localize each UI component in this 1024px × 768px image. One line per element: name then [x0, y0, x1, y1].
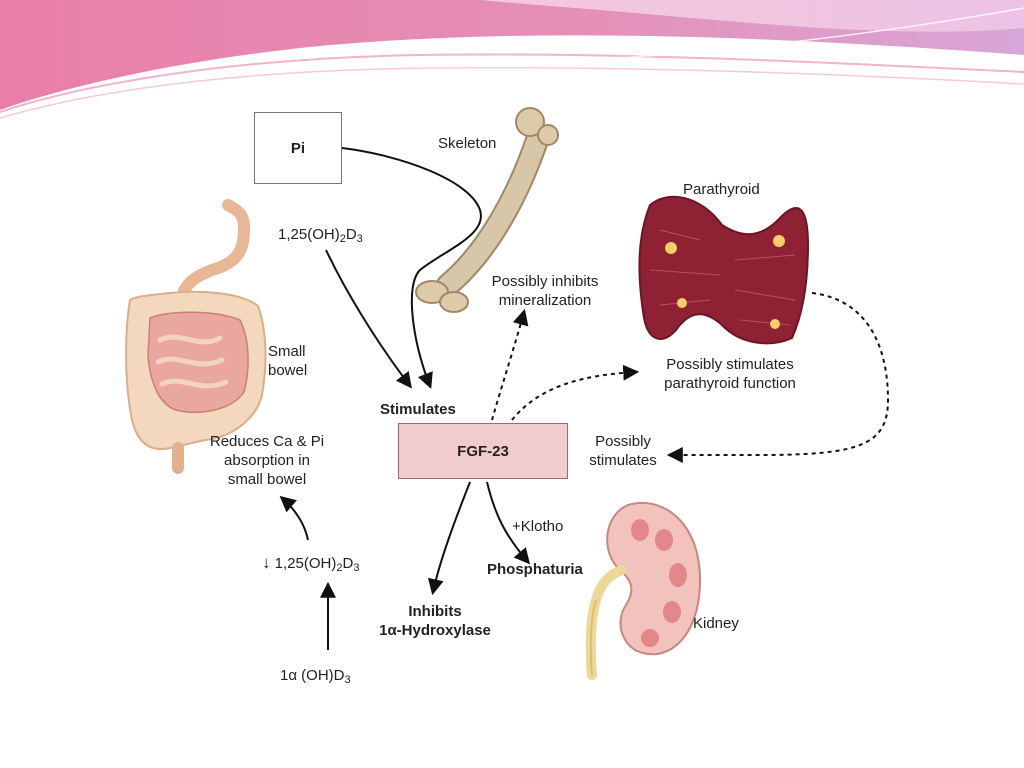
fgf23-label: FGF-23 — [457, 442, 509, 460]
klotho-label: +Klotho — [512, 518, 564, 535]
intestine-icon — [125, 199, 267, 474]
arrow-fgf-to-mineralization — [491, 308, 529, 421]
arrow-fgf-to-inhibits — [427, 481, 471, 596]
pi-box: Pi — [254, 112, 342, 184]
reduces-absorption-label: Reduces Ca & Pi absorption in small bowe… — [209, 433, 325, 488]
arrow-vitd-to-stimulates — [325, 249, 412, 389]
arrow-fgf-to-phosphaturia — [486, 481, 531, 565]
inhibits-hydroxylase-label: Inhibits 1α-Hydroxylase — [379, 603, 491, 639]
down-arrow-icon: ↓ — [262, 553, 271, 572]
arrow-pi-to-stimulates — [341, 147, 482, 389]
fgf23-box: FGF-23 — [398, 423, 568, 479]
arrow-vitd-to-reduces — [279, 495, 309, 541]
arrow-parathyroid-to-stimulates — [666, 292, 890, 463]
kidney-label: Kidney — [693, 615, 739, 632]
parathyroid-gland-icon — [638, 195, 810, 345]
alpha-vitd-label: 1α (OH)D3 — [280, 667, 351, 686]
parathyroid-label: Parathyroid — [683, 181, 760, 198]
vitd-top-label: 1,25(OH)2D3 — [278, 226, 363, 245]
pi-label: Pi — [290, 139, 306, 157]
vitd-bottom-label: ↓ 1,25(OH)2D3 — [262, 553, 360, 574]
kidney-icon — [585, 501, 702, 680]
bone-icon — [415, 107, 559, 313]
header-banner — [0, 0, 1024, 119]
possibly-stimulates-label: Possibly stimulates — [589, 433, 657, 469]
possibly-stimulates-parathyroid-label: Possibly stimulates parathyroid function — [664, 356, 796, 392]
stimulates-label: Stimulates — [380, 401, 456, 418]
arrow-fgf-to-parathyroid — [511, 364, 640, 421]
small-bowel-label: Small bowel — [268, 343, 308, 379]
skeleton-label: Skeleton — [438, 135, 497, 152]
phosphaturia-label: Phosphaturia — [487, 561, 583, 578]
possibly-inhibits-mineralization-label: Possibly inhibits mineralization — [491, 273, 599, 309]
